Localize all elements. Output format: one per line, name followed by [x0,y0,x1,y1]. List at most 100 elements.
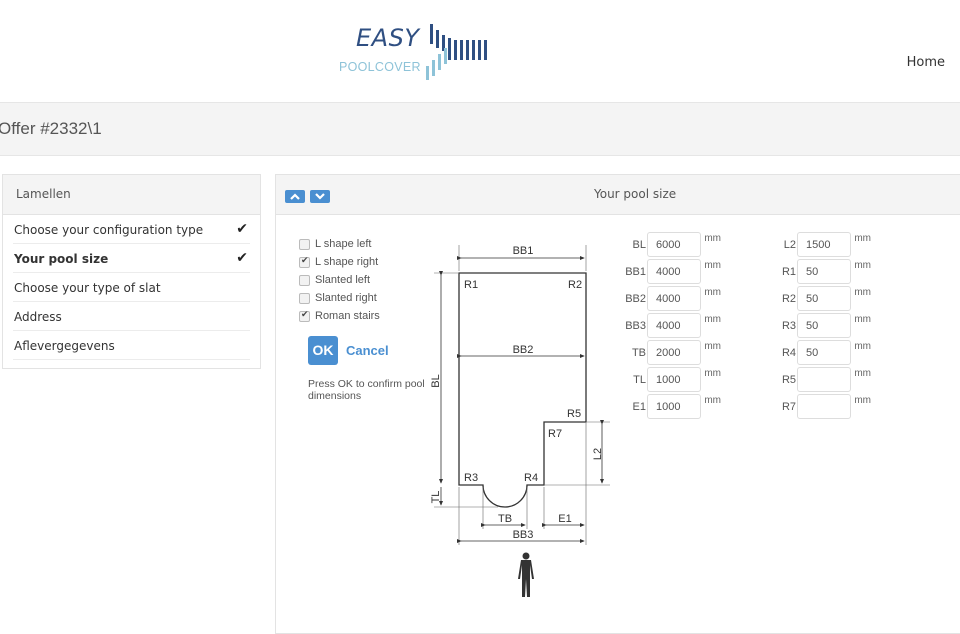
easy-poolcover-logo[interactable]: EASY POOLCOVER [338,20,498,84]
r2-input[interactable] [797,286,851,311]
sidebar-item-label: Choose your type of slat [14,281,161,295]
option-label: Slanted right [315,292,377,304]
option-slanted-left[interactable]: Slanted left [299,271,380,289]
label-l2: L2 [592,448,604,460]
l2-input[interactable] [797,232,851,257]
label-bb2: BB2 [513,344,534,356]
field-label-bb3: BB3 [625,320,646,332]
option-label: L shape left [315,238,372,250]
pool-shape-diagram: BB1 BB2 BL R1 R2 R5 R7 R3 R4 L2 TL TB [430,245,610,545]
sidebar-item-configuration-type[interactable]: Choose your configuration type ✔ [13,215,250,244]
sidebar-item-label: Choose your configuration type [14,223,204,237]
nav-home-link[interactable]: Home [906,55,945,70]
field-label-e1: E1 [632,401,646,413]
option-label: L shape right [315,256,379,268]
field-label-r5: R5 [781,374,796,386]
label-r1: R1 [464,279,478,291]
l-shape-left-checkbox[interactable] [299,238,310,250]
tl-input[interactable] [647,367,701,392]
logo-word-easy: EASY [356,24,420,52]
checkmark-icon: ✔ [236,250,248,266]
sidebar-item-aflevergegevens[interactable]: Aflevergegevens [13,331,250,360]
field-label-bb1: BB1 [625,266,646,278]
chevron-up-icon [290,193,300,200]
unit-label: mm [854,395,871,406]
field-label-l2: L2 [783,239,796,251]
option-label: Slanted left [315,274,371,286]
sidebar-item-label: Your pool size [14,252,109,266]
option-slanted-right[interactable]: Slanted right [299,289,380,307]
pool-size-panel: Your pool size L shape left L shape righ… [275,174,960,634]
expand-down-button[interactable] [310,190,330,203]
unit-label: mm [854,260,871,271]
option-roman-stairs[interactable]: Roman stairs [299,307,380,325]
label-e1: E1 [558,513,571,525]
unit-label: mm [704,368,721,379]
offer-header: Offer #2332\1 [0,102,960,156]
checkmark-icon: ✔ [236,221,248,237]
shape-options: L shape left L shape right Slanted left … [299,235,380,325]
e1-input[interactable] [647,394,701,419]
bb1-input[interactable] [647,259,701,284]
slanted-right-checkbox[interactable] [299,292,310,304]
field-label-bb2: BB2 [625,293,646,305]
chevron-down-icon [315,193,325,200]
field-label-bl: BL [632,239,646,251]
top-navbar: EASY POOLCOVER Home [0,0,960,102]
sidebar-item-label: Aflevergegevens [14,339,115,353]
label-bb1: BB1 [513,245,534,257]
field-label-tb: TB [631,347,646,359]
logo-slats-icon [426,24,487,80]
cancel-button[interactable]: Cancel [346,343,389,358]
sidebar-item-label: Address [14,310,62,324]
r3-input[interactable] [797,313,851,338]
label-r5: R5 [567,408,581,420]
option-l-shape-right[interactable]: L shape right [299,253,380,271]
unit-label: mm [854,314,871,325]
sidebar-item-slat-type[interactable]: Choose your type of slat [13,273,250,302]
field-label-r1: R1 [781,266,796,278]
unit-label: mm [854,341,871,352]
sidebar-title: Lamellen [3,175,260,215]
r4-input[interactable] [797,340,851,365]
unit-label: mm [854,368,871,379]
dimension-fields-right: L2 mm R1 mm R2 mm R3 mm R4 mm R5 mm [736,231,906,420]
l-shape-right-checkbox[interactable] [299,255,310,268]
field-label-r4: R4 [781,347,796,359]
r5-input[interactable] [797,367,851,392]
sidebar-item-address[interactable]: Address [13,302,250,331]
field-label-r2: R2 [781,293,796,305]
human-scale-figure-icon [518,552,534,597]
option-label: Roman stairs [315,310,380,322]
field-label-r3: R3 [781,320,796,332]
panel-header: Your pool size [276,175,960,215]
slanted-left-checkbox[interactable] [299,274,310,286]
label-bl: BL [430,374,442,387]
unit-label: mm [704,233,721,244]
unit-label: mm [704,287,721,298]
confirm-hint: Press OK to confirm pool dimensions [308,378,425,402]
roman-stairs-checkbox[interactable] [299,309,310,322]
sidebar-item-pool-size[interactable]: Your pool size ✔ [13,244,250,273]
unit-label: mm [704,260,721,271]
option-l-shape-left[interactable]: L shape left [299,235,380,253]
unit-label: mm [854,233,871,244]
label-bb3: BB3 [513,529,534,541]
collapse-up-button[interactable] [285,190,305,203]
label-r2: R2 [568,279,582,291]
unit-label: mm [704,314,721,325]
dimension-fields-left: BL mm BB1 mm BB2 mm BB3 mm TB mm TL mm [586,231,756,420]
steps-sidebar: Lamellen Choose your configuration type … [2,174,261,369]
bb3-input[interactable] [647,313,701,338]
logo-word-poolcover: POOLCOVER [339,60,421,74]
ok-button[interactable]: OK [308,336,338,365]
r7-input[interactable] [797,394,851,419]
bl-input[interactable] [647,232,701,257]
bb2-input[interactable] [647,286,701,311]
unit-label: mm [704,395,721,406]
label-r4: R4 [524,472,538,484]
unit-label: mm [704,341,721,352]
tb-input[interactable] [647,340,701,365]
r1-input[interactable] [797,259,851,284]
panel-title: Your pool size [594,187,677,201]
